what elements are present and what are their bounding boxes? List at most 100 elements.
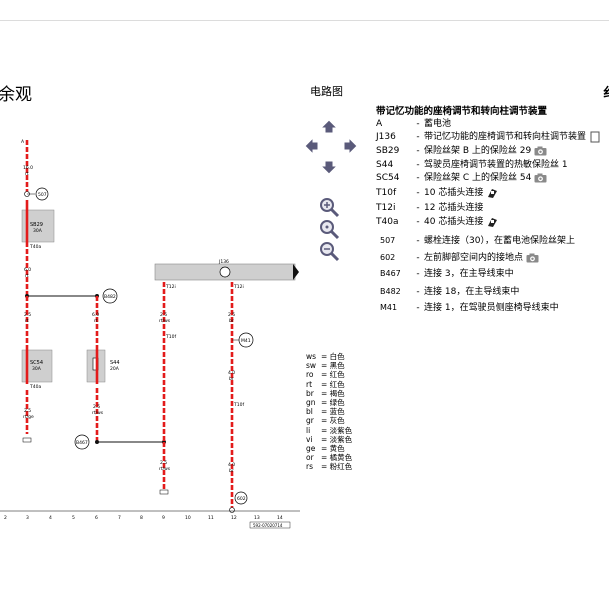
wire-size-10: 4.0 [228, 462, 235, 468]
color-code-row: gr= 灰色 [306, 416, 352, 425]
track-number: 9 [162, 515, 165, 521]
label-t12i-2: T12i [233, 284, 244, 290]
camera-icon[interactable] [534, 146, 547, 156]
legend-item: 602-左前脚部空间内的接地点 [376, 250, 539, 263]
legend-code: B467 [380, 269, 401, 278]
legend-desc: 蓄电池 [424, 119, 452, 129]
legend-dash: - [416, 146, 420, 156]
zoom-out-icon[interactable] [318, 240, 340, 262]
color-code: gn [306, 398, 316, 408]
pan-left-icon[interactable] [304, 136, 319, 156]
legend-dash: - [416, 269, 420, 279]
color-code-row: ge= 黄色 [306, 444, 352, 453]
legend-code: S44 [376, 160, 394, 170]
track-number: 13 [254, 515, 260, 521]
legend-code: SB29 [376, 146, 400, 156]
pan-right-icon[interactable] [343, 136, 358, 156]
wire-size-7: 2.5 [160, 460, 167, 466]
legend-desc: 螺栓连接（30），在蓄电池保险丝架上 [424, 236, 575, 246]
track-number: 8 [140, 515, 143, 521]
legend-dash: - [416, 253, 420, 263]
connector-icon[interactable] [486, 187, 498, 199]
legend-dash: - [416, 203, 420, 213]
label-sb29-rating: 30A [33, 228, 43, 234]
color-code-row: br= 褐色 [306, 389, 352, 398]
legend-desc: 40 芯插头连接 [424, 217, 484, 227]
color-code-eq: = [321, 352, 330, 361]
color-name: 黄色 [329, 444, 345, 454]
color-code-row: gn= 绿色 [306, 398, 352, 407]
connector-icon[interactable] [486, 216, 498, 228]
node-b482 [102, 288, 118, 304]
legend-dash: - [416, 287, 420, 297]
wire-size-0: 16.0 [23, 165, 33, 171]
color-code: bl [306, 407, 313, 417]
zoom-reset-icon[interactable] [318, 218, 340, 240]
camera-icon[interactable] [534, 173, 547, 183]
color-code: sw [306, 361, 317, 371]
track-number: 5 [72, 515, 75, 521]
color-code: ge [306, 444, 316, 454]
color-code-row: bl= 蓝色 [306, 407, 352, 416]
legend-code: 507 [380, 236, 396, 245]
color-name: 淡紫色 [329, 434, 353, 444]
wire-size-2: 2.5 [24, 312, 31, 318]
legend-desc: 连接 18，在主导线束中 [424, 287, 520, 297]
color-code: gr [306, 416, 314, 426]
color-code: ro [306, 370, 314, 380]
color-code-row: or= 橘黄色 [306, 453, 352, 462]
legend-item: SB29 -保险丝架 B 上的保险丝 29 [376, 143, 547, 156]
legend-desc: 连接 3，在主导线束中 [424, 269, 514, 279]
color-code-eq: = [321, 361, 330, 371]
pan-down-icon[interactable] [319, 160, 339, 175]
wire-color-9: br [229, 376, 234, 382]
legend-code: T12i [376, 203, 396, 213]
label-m41: M41 [241, 338, 251, 344]
track-number: 6 [95, 515, 98, 521]
legend-item: B467 -连接 3，在主导线束中 [376, 266, 514, 279]
label-sc54: SC54 [30, 360, 43, 366]
color-code-row: rs= 粉红色 [306, 462, 352, 471]
component-icon[interactable] [589, 131, 601, 143]
wire-color-6: rt/ws [159, 318, 171, 324]
color-code-row: ro= 红色 [306, 370, 352, 379]
wire-color-8: br [229, 318, 234, 324]
legend-dash: - [416, 236, 420, 246]
zoom-in-icon[interactable] [318, 196, 340, 218]
legend-item: S44-驾驶员座椅调节装置的热敏保险丝 1 [376, 157, 568, 170]
diagram-ref-number: 592-07020714 [253, 523, 283, 528]
legend-dash: - [416, 119, 420, 129]
wire-size-4: 6.0 [92, 312, 99, 318]
label-t10f: T10f [165, 334, 176, 340]
wire-size-8: 2.5 [228, 312, 235, 318]
color-name: 白色 [329, 352, 345, 361]
color-name: 红色 [329, 379, 345, 389]
legend-code: T10f [376, 188, 397, 198]
legend-item: J136-带记忆功能的座椅调节和转向柱调节装置 [376, 129, 601, 143]
pan-navigation-pad[interactable] [303, 118, 359, 178]
wire-size-9: 4.0 [228, 370, 235, 376]
wire-size-6: 2.5 [160, 312, 167, 318]
color-name: 淡紫色 [329, 425, 353, 435]
color-code: li [306, 425, 311, 435]
label-sb29: SB29 [30, 222, 43, 228]
legend-desc: 保险丝架 C 上的保险丝 54 [424, 173, 532, 183]
camera-icon[interactable] [526, 253, 539, 263]
wire-color-2: rt [25, 318, 29, 324]
wire-color-1: rt [25, 273, 29, 279]
wire-color-7: rt/ws [159, 466, 171, 472]
legend-desc: 保险丝架 B 上的保险丝 29 [424, 146, 532, 156]
label-602: 602 [237, 496, 246, 502]
label-507: 507 [38, 192, 47, 198]
color-name: 粉红色 [329, 462, 353, 472]
label-t12i: T12i [165, 284, 176, 290]
label-b467: B467 [76, 440, 88, 446]
pan-up-icon[interactable] [319, 119, 339, 134]
color-code-eq: = [321, 434, 330, 444]
legend-code: SC54 [376, 173, 400, 183]
legend-desc: 连接 1，在驾驶员侧座椅导线束中 [424, 303, 559, 313]
track-number: 7 [118, 515, 121, 521]
label-s44-rating: 20A [110, 366, 120, 372]
color-code-row: ws= 白色 [306, 352, 352, 361]
wire-size-5: 2.5 [93, 404, 100, 410]
